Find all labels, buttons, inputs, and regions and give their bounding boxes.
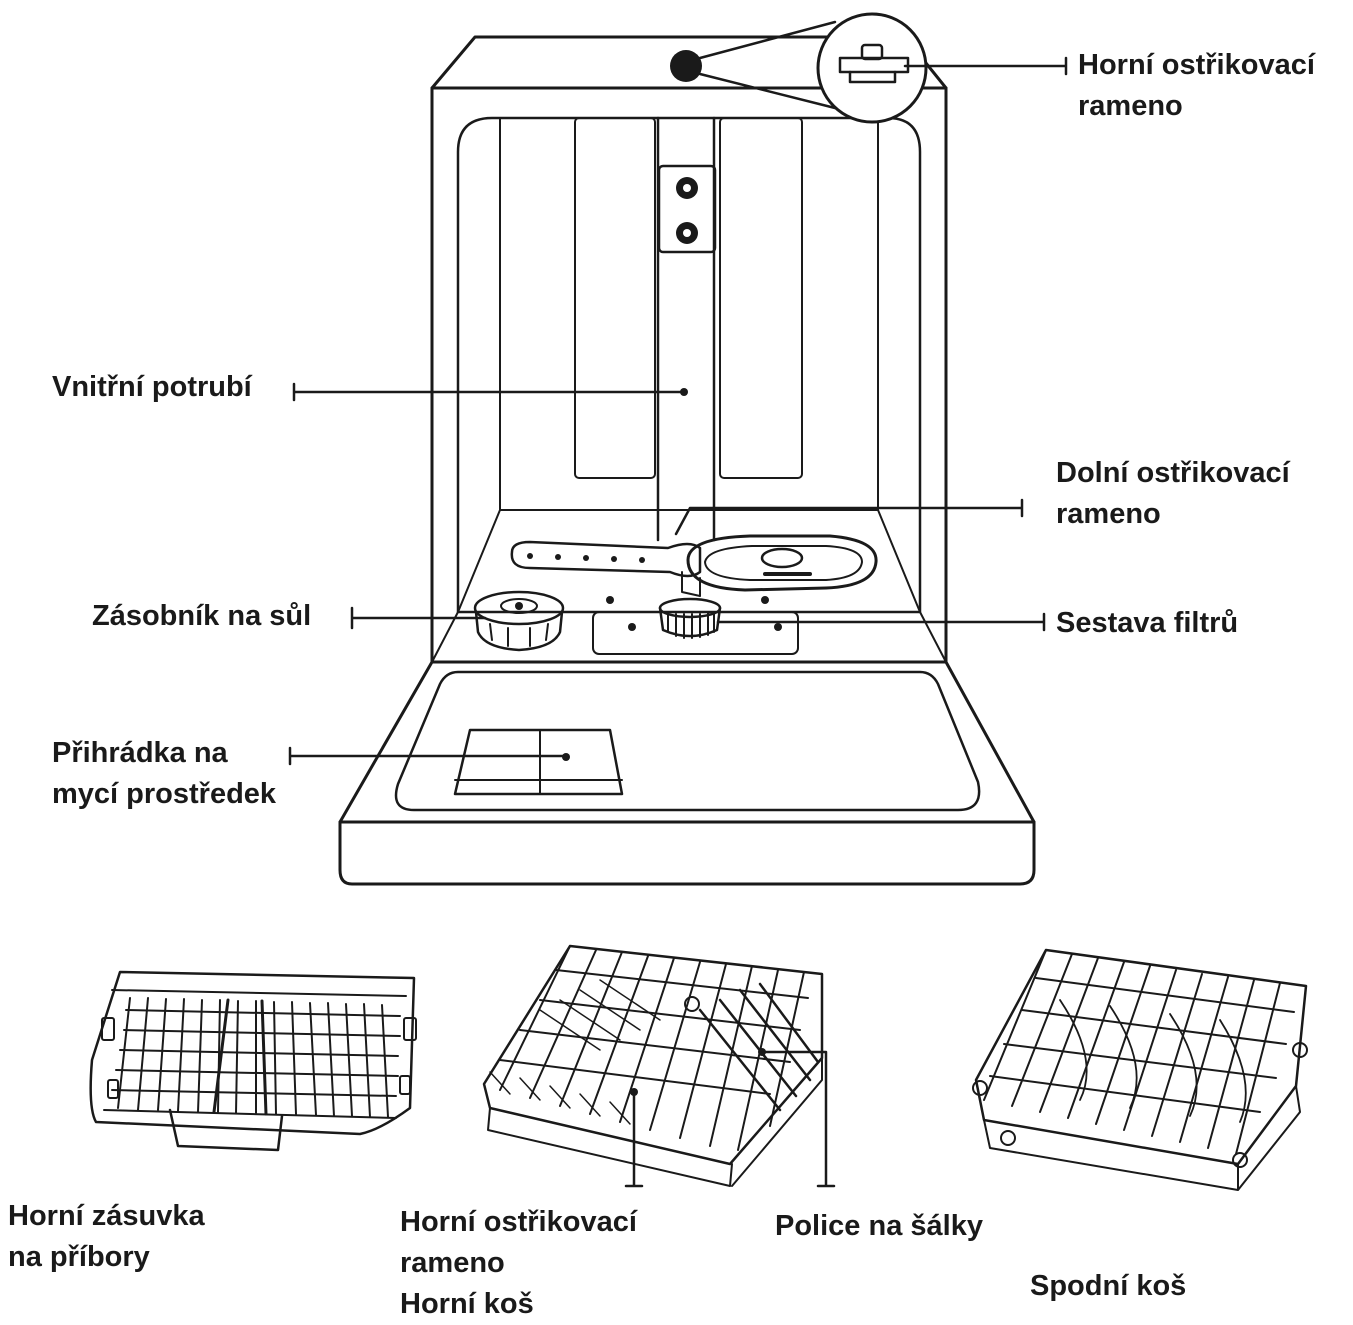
upper-basket	[482, 944, 824, 1187]
label-inner-pipe-text: Vnitřní potrubí	[52, 371, 252, 403]
label-cup-shelf: Police na šálky	[775, 1206, 983, 1247]
label-detergent-dispenser: Přihrádka na mycí prostředek	[52, 733, 276, 815]
label-detergent-dispenser-line1: Přihrádka na	[52, 737, 228, 769]
label-detergent-dispenser-line2: mycí prostředek	[52, 778, 277, 810]
label-inner-pipe: Vnitřní potrubí	[52, 367, 252, 408]
label-upper-spray-arm-basket-line1: Horní ostřikovací	[400, 1206, 637, 1238]
label-lower-spray-arm-line1: Dolní ostřikovací	[1056, 457, 1290, 489]
label-cutlery-drawer-line1: Horní zásuvka	[8, 1200, 205, 1232]
label-cutlery-drawer-line2: na příbory	[8, 1241, 150, 1273]
label-salt-container-text: Zásobník na sůl	[92, 600, 312, 632]
label-cup-shelf-text: Police na šálky	[775, 1210, 983, 1242]
salt-container-cap	[473, 590, 565, 652]
label-upper-spray-arm-basket-line3: Horní koš	[400, 1288, 534, 1320]
label-lower-spray-arm-line2: rameno	[1056, 498, 1161, 530]
label-upper-spray-arm-basket-line2: rameno	[400, 1247, 505, 1279]
label-upper-spray-arm-basket: Horní ostřikovací rameno Horní koš	[400, 1202, 637, 1325]
label-top-spray-arm-line2: rameno	[1078, 90, 1183, 122]
label-lower-spray-arm: Dolní ostřikovací rameno	[1056, 453, 1290, 535]
label-filter-assembly-text: Sestava filtrů	[1056, 607, 1239, 639]
inner-pipe	[656, 116, 717, 542]
lower-spray-arm	[510, 534, 878, 597]
filter-assembly	[658, 597, 722, 639]
leader-lines	[288, 56, 1068, 1188]
label-cutlery-drawer: Horní zásuvka na příbory	[8, 1196, 205, 1278]
label-lower-basket-text: Spodní koš	[1030, 1270, 1187, 1302]
label-filter-assembly: Sestava filtrů	[1056, 603, 1238, 644]
dishwasher-door	[338, 660, 1036, 886]
cutlery-drawer	[89, 970, 417, 1152]
label-salt-container: Zásobník na sůl	[92, 596, 311, 637]
lower-basket	[972, 948, 1308, 1191]
label-top-spray-arm-line1: Horní ostřikovací	[1078, 49, 1315, 81]
label-top-spray-arm: Horní ostřikovací rameno	[1078, 45, 1315, 127]
top-spray-arm-detail	[670, 12, 928, 124]
label-lower-basket: Spodní koš	[1030, 1266, 1186, 1307]
